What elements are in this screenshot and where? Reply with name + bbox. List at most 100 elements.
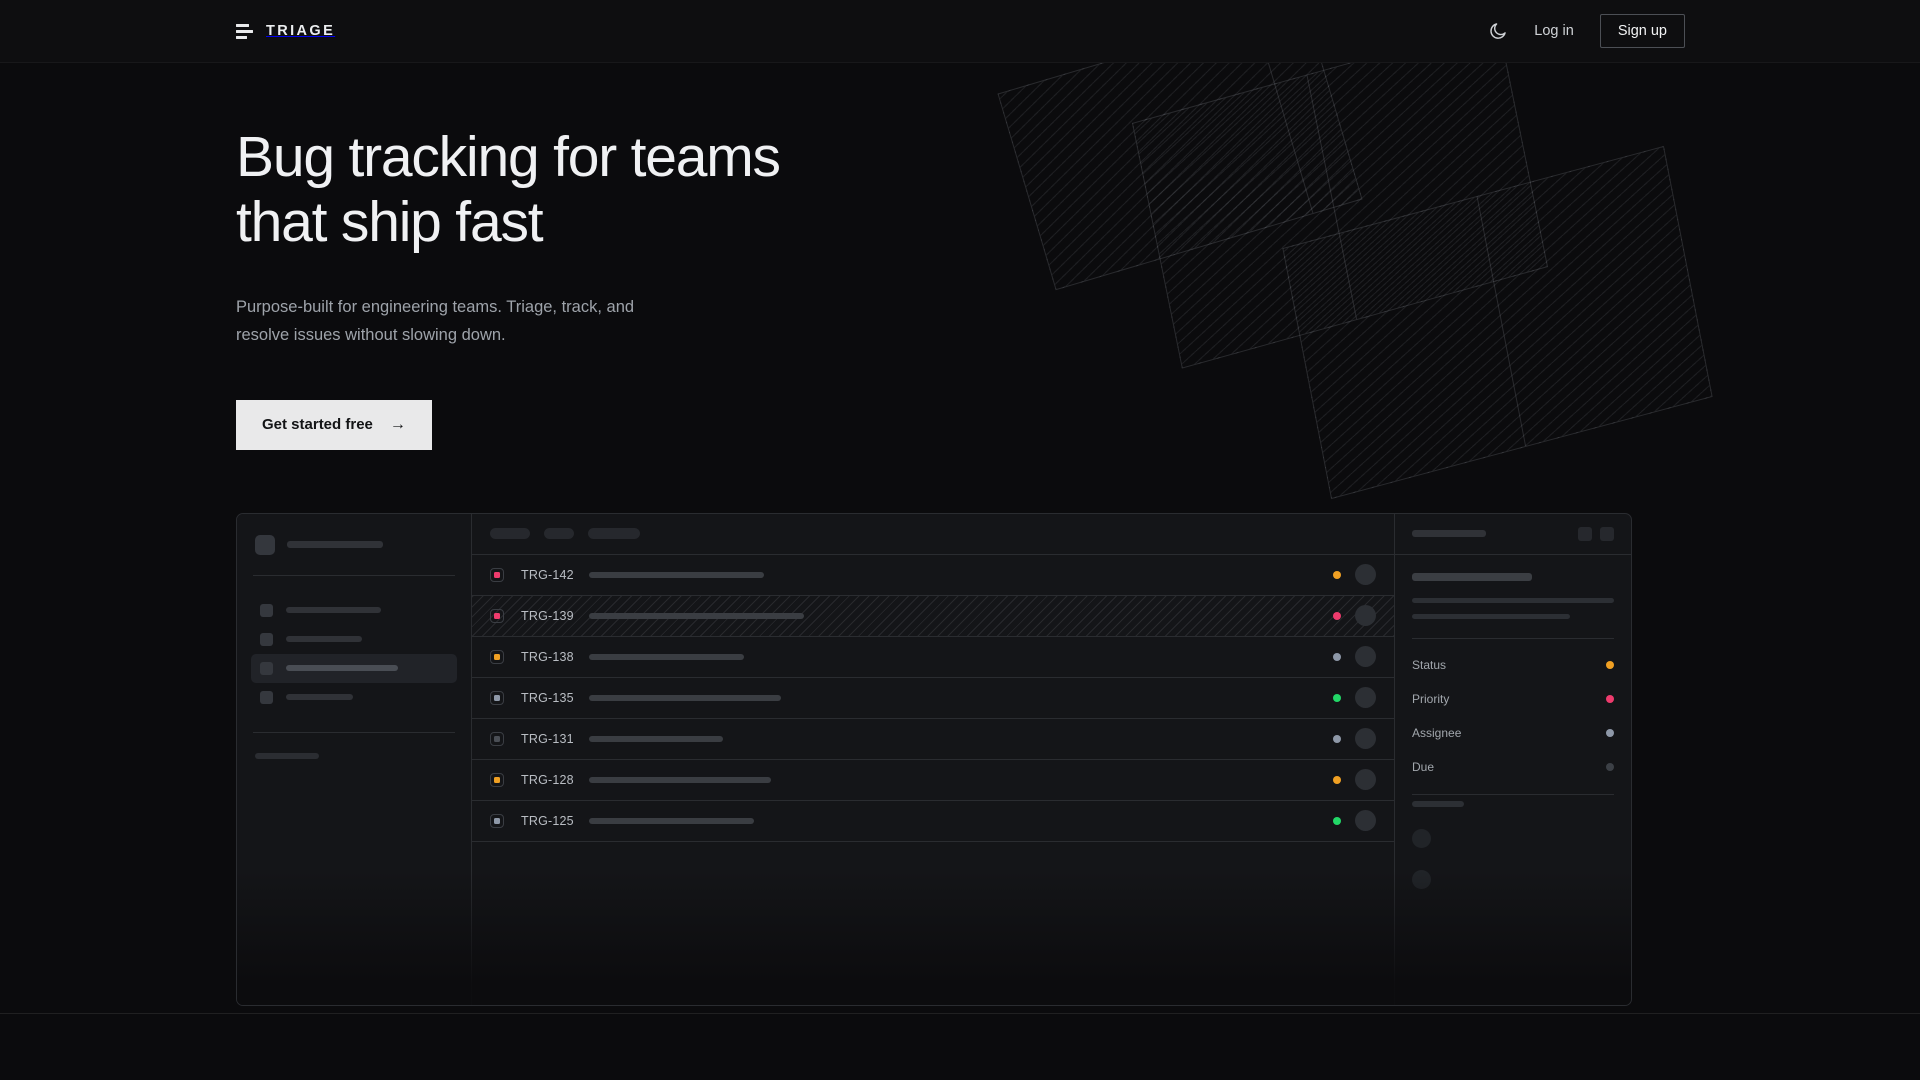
status-badge[interactable] xyxy=(1333,611,1341,620)
avatar[interactable] xyxy=(1355,769,1376,791)
detail-meta-label: Status xyxy=(1412,657,1447,672)
signup-button[interactable]: Sign up xyxy=(1599,14,1685,48)
sidebar-item-icon xyxy=(260,661,273,675)
sidebar-item-2[interactable] xyxy=(251,625,457,654)
preview-sidebar xyxy=(237,513,472,1005)
status-badge[interactable] xyxy=(1333,570,1341,579)
sidebar-item-4[interactable] xyxy=(251,683,457,712)
sidebar-item-icon xyxy=(260,603,273,617)
status-badge[interactable] xyxy=(1333,693,1341,702)
sidebar-subitem-1[interactable] xyxy=(251,775,457,793)
hero-title-line-2: that ship fast xyxy=(236,189,544,254)
priority-icon[interactable] xyxy=(490,813,504,828)
issue-key: TRG-139 xyxy=(521,608,574,623)
detail-meta-value-dot xyxy=(1606,660,1614,669)
sidebar-item-1[interactable] xyxy=(251,596,457,625)
sidebar-subitem-3[interactable] xyxy=(251,811,457,829)
table-row[interactable]: TRG-142 xyxy=(472,555,1394,596)
sidebar-divider xyxy=(253,574,455,576)
login-link[interactable]: Log in xyxy=(1534,23,1574,39)
table-row[interactable]: TRG-139 xyxy=(472,595,1394,637)
issue-title-placeholder xyxy=(589,653,744,660)
issue-key: TRG-138 xyxy=(521,649,574,664)
issue-title-placeholder xyxy=(589,571,764,578)
status-badge[interactable] xyxy=(1333,652,1341,661)
status-badge[interactable] xyxy=(1333,775,1341,784)
detail-meta-row[interactable]: Due xyxy=(1412,760,1614,774)
detail-meta-row[interactable]: Assignee xyxy=(1412,726,1614,740)
issue-key: TRG-135 xyxy=(521,690,574,705)
sidebar-item-icon xyxy=(260,690,273,704)
detail-actions xyxy=(1578,526,1614,541)
sidebar-item-3-active[interactable] xyxy=(251,653,457,683)
detail-action-2-icon[interactable] xyxy=(1600,526,1614,541)
detail-meta-label: Assignee xyxy=(1412,725,1462,740)
issue-list-toolbar xyxy=(472,514,1394,555)
sidebar-item-label-placeholder xyxy=(286,636,362,643)
row-meta xyxy=(1333,646,1376,668)
detail-text-line-2 xyxy=(1412,613,1570,619)
avatar[interactable] xyxy=(1355,728,1376,750)
sidebar-item-label-placeholder xyxy=(286,607,381,614)
status-badge[interactable] xyxy=(1333,734,1341,743)
status-badge[interactable] xyxy=(1333,816,1341,825)
get-started-button[interactable]: Get started free → xyxy=(236,399,432,450)
table-row[interactable]: TRG-138 xyxy=(472,637,1394,678)
section-divider xyxy=(0,1013,1920,1014)
priority-icon[interactable] xyxy=(490,731,504,746)
moon-icon[interactable] xyxy=(1488,21,1508,41)
detail-meta-row[interactable]: Priority xyxy=(1412,692,1614,706)
brand-name: TRIAGE xyxy=(266,23,336,39)
filter-chip-3[interactable] xyxy=(588,528,640,540)
sidebar-item-label-placeholder xyxy=(286,694,353,701)
row-meta xyxy=(1333,564,1376,586)
page-title: Bug tracking for teams that ship fast xyxy=(236,125,916,255)
table-row[interactable]: TRG-135 xyxy=(472,678,1394,719)
detail-meta-label: Due xyxy=(1412,759,1435,774)
activity-avatar-1 xyxy=(1412,828,1431,848)
issue-title-placeholder xyxy=(589,817,754,824)
priority-icon[interactable] xyxy=(490,567,504,582)
detail-meta-label: Priority xyxy=(1412,691,1450,706)
get-started-label: Get started free xyxy=(262,416,373,434)
hero-subtitle-line-1: Purpose-built for engineering teams. Tri… xyxy=(236,297,635,316)
filter-chip-2[interactable] xyxy=(544,528,574,540)
issue-title-placeholder xyxy=(589,776,771,783)
detail-issue-title-placeholder xyxy=(1412,572,1532,581)
table-row[interactable]: TRG-125 xyxy=(472,801,1394,842)
table-row[interactable]: TRG-131 xyxy=(472,719,1394,760)
sidebar-subitem-2[interactable] xyxy=(251,793,457,811)
avatar[interactable] xyxy=(1355,564,1376,586)
detail-title-placeholder xyxy=(1412,530,1486,538)
detail-divider-2 xyxy=(1412,793,1614,795)
sidebar-divider xyxy=(253,731,455,733)
filter-chip-1[interactable] xyxy=(490,528,530,540)
avatar[interactable] xyxy=(1355,605,1376,627)
hero-subtitle-line-2: resolve issues without slowing down. xyxy=(236,326,506,345)
issue-key: TRG-131 xyxy=(521,731,574,746)
row-meta xyxy=(1333,728,1376,750)
priority-icon[interactable] xyxy=(490,649,504,664)
priority-icon[interactable] xyxy=(490,690,504,705)
workspace-switcher[interactable] xyxy=(251,531,457,555)
avatar[interactable] xyxy=(1355,646,1376,668)
avatar[interactable] xyxy=(1355,810,1376,832)
table-row[interactable]: TRG-128 xyxy=(472,760,1394,801)
detail-action-1-icon[interactable] xyxy=(1578,526,1592,541)
row-meta xyxy=(1333,810,1376,832)
hero-section: Bug tracking for teams that ship fast Pu… xyxy=(0,63,1920,450)
detail-text-line-1 xyxy=(1412,597,1614,603)
issue-key: TRG-128 xyxy=(521,772,574,787)
row-meta xyxy=(1333,769,1376,791)
priority-icon[interactable] xyxy=(490,772,504,787)
brand-logo[interactable]: TRIAGE xyxy=(236,23,335,39)
detail-meta-row[interactable]: Status xyxy=(1412,658,1614,672)
avatar[interactable] xyxy=(1355,687,1376,709)
priority-icon[interactable] xyxy=(490,608,504,623)
